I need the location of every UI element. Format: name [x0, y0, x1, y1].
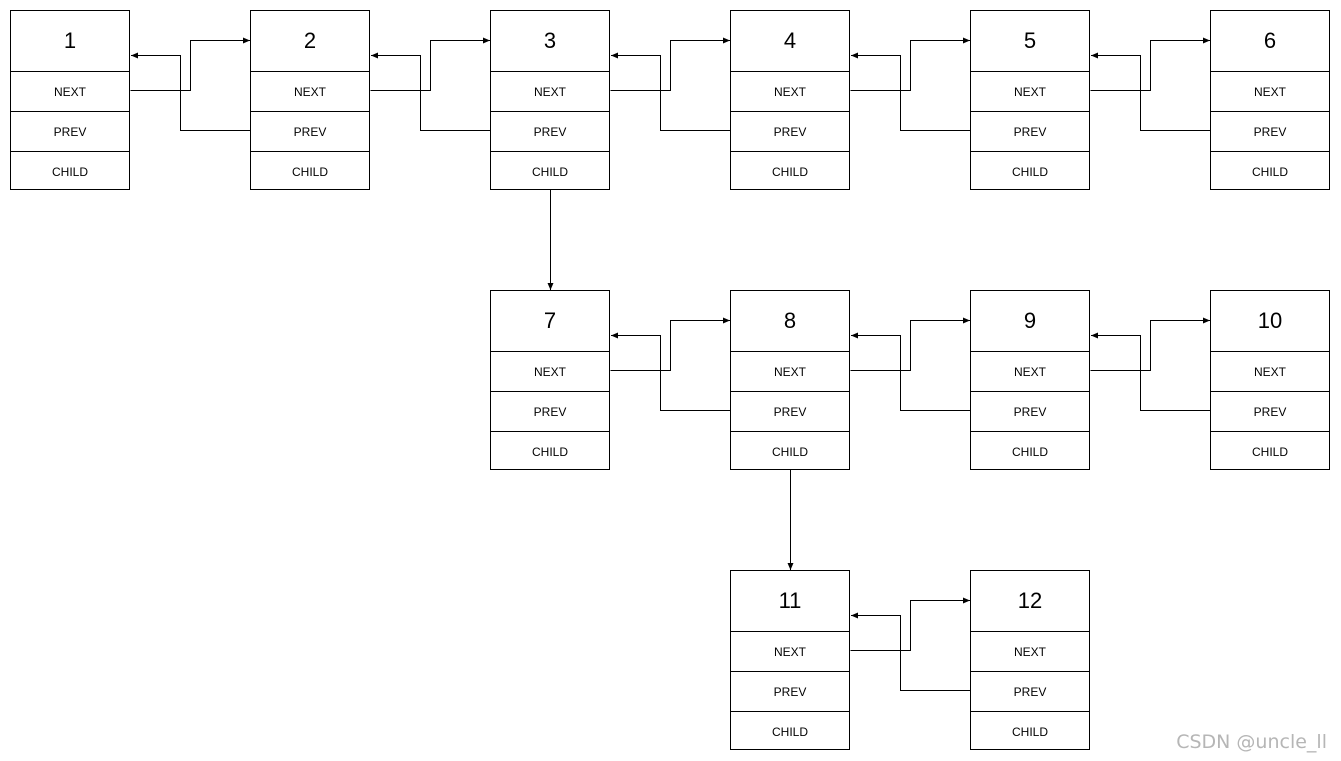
node-1-value: 1	[63, 28, 77, 53]
node-8-value: 8	[783, 308, 797, 333]
node-9-field-prev: PREV	[971, 391, 1089, 431]
node-3-field-prev: PREV	[491, 111, 609, 151]
node-5-value: 5	[1023, 28, 1037, 53]
node-6-field-next: NEXT	[1211, 71, 1329, 111]
node-11-field-next: NEXT	[731, 631, 849, 671]
edge-prev-4-to-3	[611, 52, 730, 131]
node-4-value: 4	[783, 28, 797, 53]
node-5-field-next: NEXT	[971, 71, 1089, 111]
edge-prev-2-to-1	[131, 52, 250, 131]
edge-next-5-to-6	[1090, 37, 1210, 91]
node-6-field-child: CHILD	[1211, 151, 1329, 191]
node-4-field-next: NEXT	[731, 71, 849, 111]
node-11-field-child: CHILD	[731, 711, 849, 751]
node-6-value: 6	[1263, 28, 1277, 53]
node-2-field-prev: PREV	[251, 111, 369, 151]
edge-next-3-to-4	[610, 37, 730, 91]
node-9-field-next: NEXT	[971, 351, 1089, 391]
node-2-value: 2	[303, 28, 317, 53]
edge-prev-9-to-8	[851, 332, 970, 411]
node-1-field-child: CHILD	[11, 151, 129, 191]
node-1-field-next: NEXT	[11, 71, 129, 111]
edge-prev-8-to-7	[611, 332, 730, 411]
node-12-field-child: CHILD	[971, 711, 1089, 751]
node-10-field-child: CHILD	[1211, 431, 1329, 471]
edge-next-4-to-5	[850, 37, 970, 91]
node-12-field-next: NEXT	[971, 631, 1089, 671]
node-1-field-prev: PREV	[11, 111, 129, 151]
node-7-field-prev: PREV	[491, 391, 609, 431]
node-4-field-prev: PREV	[731, 111, 849, 151]
node-7-field-next: NEXT	[491, 351, 609, 391]
edge-next-1-to-2	[130, 37, 250, 91]
node-6-field-prev: PREV	[1211, 111, 1329, 151]
node-3-value: 3	[543, 28, 557, 53]
edge-prev-3-to-2	[371, 52, 490, 131]
node-4-field-child: CHILD	[731, 151, 849, 191]
edge-next-8-to-9	[850, 317, 970, 371]
node-9-field-child: CHILD	[971, 431, 1089, 471]
node-12-value: 12	[1017, 588, 1043, 613]
node-2-field-next: NEXT	[251, 71, 369, 111]
node-7-value: 7	[543, 308, 557, 333]
edge-next-11-to-12	[850, 597, 970, 651]
node-7-field-child: CHILD	[491, 431, 609, 471]
edge-next-9-to-10	[1090, 317, 1210, 371]
edge-prev-6-to-5	[1091, 52, 1210, 131]
node-3-field-next: NEXT	[491, 71, 609, 111]
edge-prev-5-to-4	[851, 52, 970, 131]
node-10-field-next: NEXT	[1211, 351, 1329, 391]
edge-next-7-to-8	[610, 317, 730, 371]
edge-prev-10-to-9	[1091, 332, 1210, 411]
node-8-field-next: NEXT	[731, 351, 849, 391]
node-10-field-prev: PREV	[1211, 391, 1329, 431]
edge-next-2-to-3	[370, 37, 490, 91]
node-12-field-prev: PREV	[971, 671, 1089, 711]
node-3-field-child: CHILD	[491, 151, 609, 191]
node-10-value: 10	[1257, 308, 1283, 333]
edge-prev-12-to-11	[851, 612, 970, 691]
node-5-field-prev: PREV	[971, 111, 1089, 151]
node-5-field-child: CHILD	[971, 151, 1089, 191]
node-9-value: 9	[1023, 308, 1037, 333]
node-2-field-child: CHILD	[251, 151, 369, 191]
node-8-field-prev: PREV	[731, 391, 849, 431]
watermark: CSDN @uncle_ll	[1176, 731, 1327, 753]
node-11-value: 11	[778, 588, 802, 613]
node-11-field-prev: PREV	[731, 671, 849, 711]
node-8-field-child: CHILD	[731, 431, 849, 471]
